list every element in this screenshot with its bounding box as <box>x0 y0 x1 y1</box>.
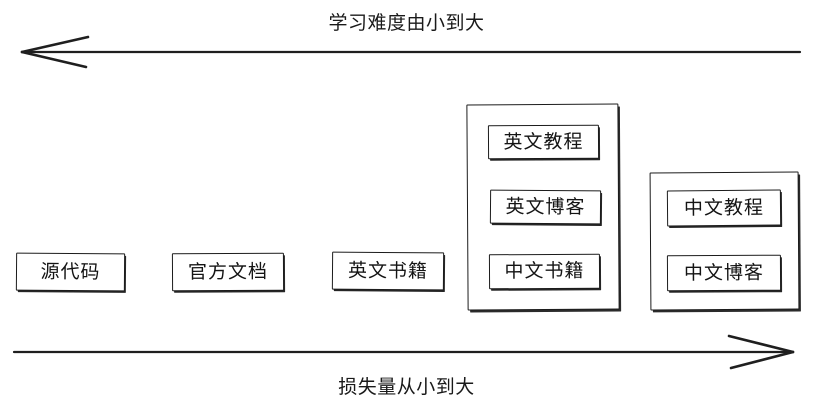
node-label: 官方文档 <box>187 260 269 283</box>
node-label: 英文教程 <box>503 130 584 153</box>
top-axis-label: 学习难度由小到大 <box>328 12 485 34</box>
node-label: 中文教程 <box>683 196 765 219</box>
node-label: 源代码 <box>40 260 101 283</box>
node-chinese-books[interactable]: 中文书籍 <box>488 253 601 290</box>
node-label: 中文博客 <box>683 261 765 284</box>
node-english-books[interactable]: 英文书籍 <box>331 251 445 291</box>
node-chinese-blog[interactable]: 中文博客 <box>666 254 782 292</box>
node-source-code[interactable]: 源代码 <box>15 252 126 292</box>
node-label: 中文书籍 <box>504 259 585 283</box>
node-english-tutorial[interactable]: 英文教程 <box>487 124 600 160</box>
node-official-docs[interactable]: 官方文档 <box>171 252 285 292</box>
arrow-left-icon <box>20 35 802 69</box>
node-chinese-tutorial[interactable]: 中文教程 <box>666 189 782 227</box>
arrow-right-icon <box>12 334 795 370</box>
node-label: 英文博客 <box>505 195 586 218</box>
node-english-blog[interactable]: 英文博客 <box>489 189 602 225</box>
bottom-axis-label: 损失量从小到大 <box>338 376 475 398</box>
node-label: 英文书籍 <box>347 259 429 282</box>
